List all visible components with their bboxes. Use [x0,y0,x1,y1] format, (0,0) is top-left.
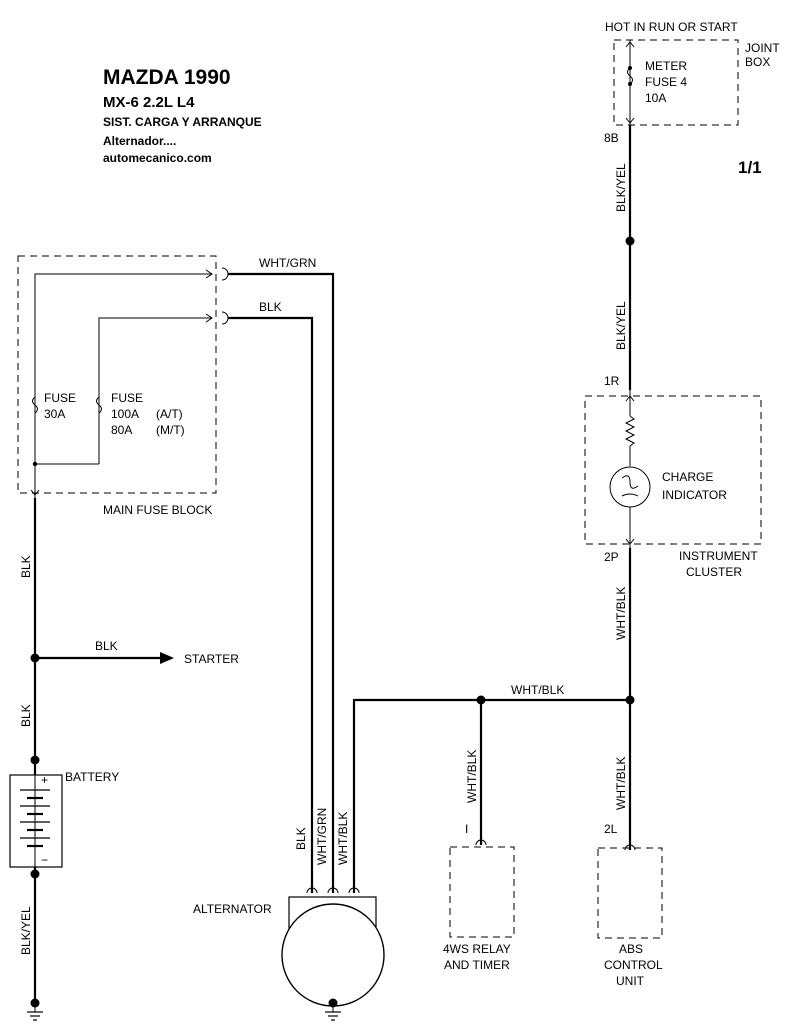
abs-unit-box [597,847,663,939]
power-source-label: HOT IN RUN OR START [605,20,738,34]
meter-fuse-symbol [625,40,635,125]
subject: Alternador.... [103,134,176,148]
starter-label: STARTER [184,652,239,666]
joint-box [613,39,739,126]
battery-minus: − [41,853,48,867]
wire-label-blk-yel-1: BLK/YEL [614,163,628,212]
instrument-cluster-box [584,395,762,545]
abs-label: ABS [619,942,643,956]
battery-symbol [9,774,63,868]
meter-fuse-number: FUSE 4 [645,75,687,89]
meter-fuse-rating: 10A [645,91,666,105]
abs-label-2: CONTROL [604,958,663,972]
wire-wht-blk-horizontal [352,698,630,893]
battery-plus: + [41,773,48,787]
wire-label-wht-blk-cluster: WHT/BLK [614,587,628,640]
relay-pin-label: I [465,822,468,836]
joint-box-label: JOINT [745,41,780,55]
fuse-100a-name: FUSE [111,391,143,405]
wire-label-alt-wht-grn: WHT/GRN [315,808,329,865]
main-fuse-block-box [17,255,217,494]
vehicle-model: MX-6 2.2L L4 [103,94,195,111]
fuse-100a-rating: 100A [111,407,139,421]
instrument-cluster-label-2: CLUSTER [686,565,742,579]
diagram-title: MAZDA 1990 [103,66,231,89]
wire-label-blk-yel-ground: BLK/YEL [19,906,33,955]
charge-indicator-symbol [609,390,651,548]
wire-label-blk-2: BLK [19,704,33,727]
wire-label-blk-1: BLK [19,555,33,578]
4ws-relay-label-2: AND TIMER [444,958,510,972]
abs-connector [624,844,636,851]
wire-label-wht-blk-abs: WHT/BLK [614,757,628,810]
splice-point [30,755,40,765]
meter-fuse-name: METER [645,59,687,73]
charge-indicator-label-2: INDICATOR [662,488,727,502]
connector-1r: 1R [604,374,620,388]
joint-box-label-2: BOX [745,55,770,69]
wire-label-wht-blk-horizontal: WHT/BLK [511,683,564,697]
page-number: 1/1 [738,158,762,177]
wire-label-wht-blk-4ws: WHT/BLK [465,750,479,803]
alternator-symbol [281,887,385,1021]
fuse-80a-mt: (M/T) [156,423,185,437]
wire-label-alt-wht-blk: WHT/BLK [336,812,350,865]
4ws-relay-box [449,846,515,938]
wire-label-wht-grn-top: WHT/GRN [259,256,316,270]
wire-wht-grn [228,272,335,893]
site-name: automecanico.com [103,151,212,165]
arrow-right-icon [160,652,174,664]
main-fuse-block-label: MAIN FUSE BLOCK [103,503,212,517]
wire-label-blk-starter: BLK [95,639,118,653]
alternator-label: ALTERNATOR [193,902,272,916]
ground-icon [27,998,43,1021]
fuse-80a-rating: 80A [111,423,132,437]
splice-point [625,236,635,246]
wire-label-blk-yel-2: BLK/YEL [614,301,628,350]
wire-label-blk-top: BLK [259,300,282,314]
battery-cells-icon [20,775,50,867]
abs-pin-label: 2L [604,822,618,836]
connector-8b: 8B [604,131,619,145]
charge-indicator-label: CHARGE [662,470,713,484]
wire-blk-alternator [228,316,314,893]
fuse-block-internal-wiring [30,267,229,498]
fuse-30a-rating: 30A [44,407,65,421]
system-name: SIST. CARGA Y ARRANQUE [103,115,262,129]
relay-connector [475,839,487,846]
fuse-30a-name: FUSE [44,391,76,405]
wire-label-alt-blk: BLK [294,827,308,850]
instrument-cluster-label: INSTRUMENT [679,549,758,563]
connector-2p: 2P [604,550,619,564]
4ws-relay-label: 4WS RELAY [443,942,511,956]
abs-label-3: UNIT [616,974,645,988]
fuse-100a-at: (A/T) [156,407,183,421]
battery-label: BATTERY [65,770,119,784]
